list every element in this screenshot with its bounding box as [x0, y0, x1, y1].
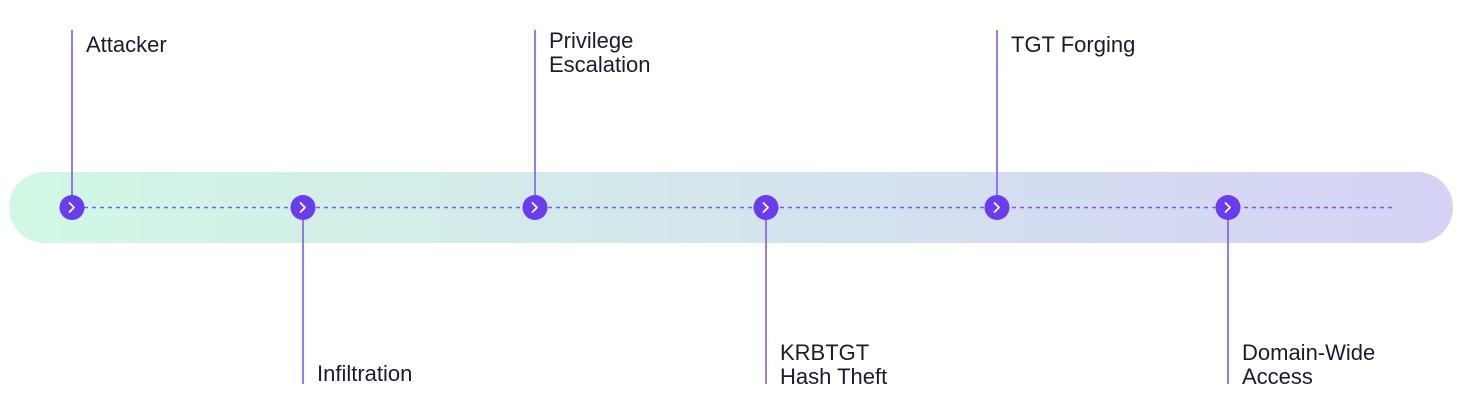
node-infiltration[interactable]	[290, 195, 316, 220]
label-line: Infiltration	[317, 361, 412, 386]
chevron-right-icon	[1224, 202, 1231, 213]
label-line: Privilege	[549, 28, 633, 53]
label-line: Attacker	[86, 32, 167, 57]
label-line: TGT Forging	[1011, 32, 1135, 57]
chevron-right-icon	[68, 202, 75, 213]
node-circle	[290, 195, 316, 220]
chevron-right-icon	[762, 202, 769, 213]
chevron-right-icon	[531, 202, 538, 213]
timeline-track	[9, 172, 1453, 243]
label-attacker: Attacker	[86, 32, 167, 57]
node-krbtgt-hash-theft[interactable]	[753, 195, 779, 220]
node-domain-wide-access[interactable]	[1215, 195, 1241, 220]
label-line: Domain-Wide	[1242, 340, 1375, 365]
node-privilege-escalation[interactable]	[522, 195, 548, 220]
label-line: Escalation	[549, 52, 651, 77]
node-tgt-forging[interactable]	[984, 195, 1010, 220]
node-circle	[1215, 195, 1241, 220]
label-tgt-forging: TGT Forging	[1011, 32, 1135, 57]
chevron-right-icon	[993, 202, 1000, 213]
node-attacker[interactable]	[59, 195, 85, 220]
node-circle	[522, 195, 548, 220]
timeline-nodes	[59, 195, 1241, 220]
label-line: Access	[1242, 364, 1313, 389]
node-circle	[753, 195, 779, 220]
chevron-right-icon	[299, 202, 306, 213]
label-infiltration: Infiltration	[317, 361, 412, 386]
connectors	[71, 30, 1229, 384]
label-line: KRBTGT	[780, 340, 869, 365]
node-circle	[984, 195, 1010, 220]
label-line: Hash Theft	[780, 364, 887, 389]
node-circle	[59, 195, 85, 220]
